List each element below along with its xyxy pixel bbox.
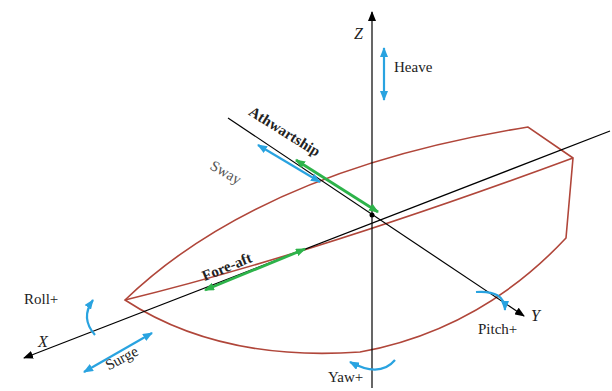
coordinate-axes [24,12,610,388]
direction-label: Athwartship [246,104,323,160]
motion-label: Roll+ [24,292,58,307]
motion-label: Surge [103,344,141,374]
axis-label: X [38,334,48,350]
motion-label: Yaw+ [328,370,363,385]
hull-outline [125,127,573,353]
origin-dot [370,213,375,218]
motion-label: Heave [394,60,432,75]
motion-label: Pitch+ [478,322,517,337]
axis-label: Z [354,26,363,42]
motion-label: Sway [208,158,244,188]
motion-arrows [84,48,505,372]
axis-label: Y [531,308,540,324]
